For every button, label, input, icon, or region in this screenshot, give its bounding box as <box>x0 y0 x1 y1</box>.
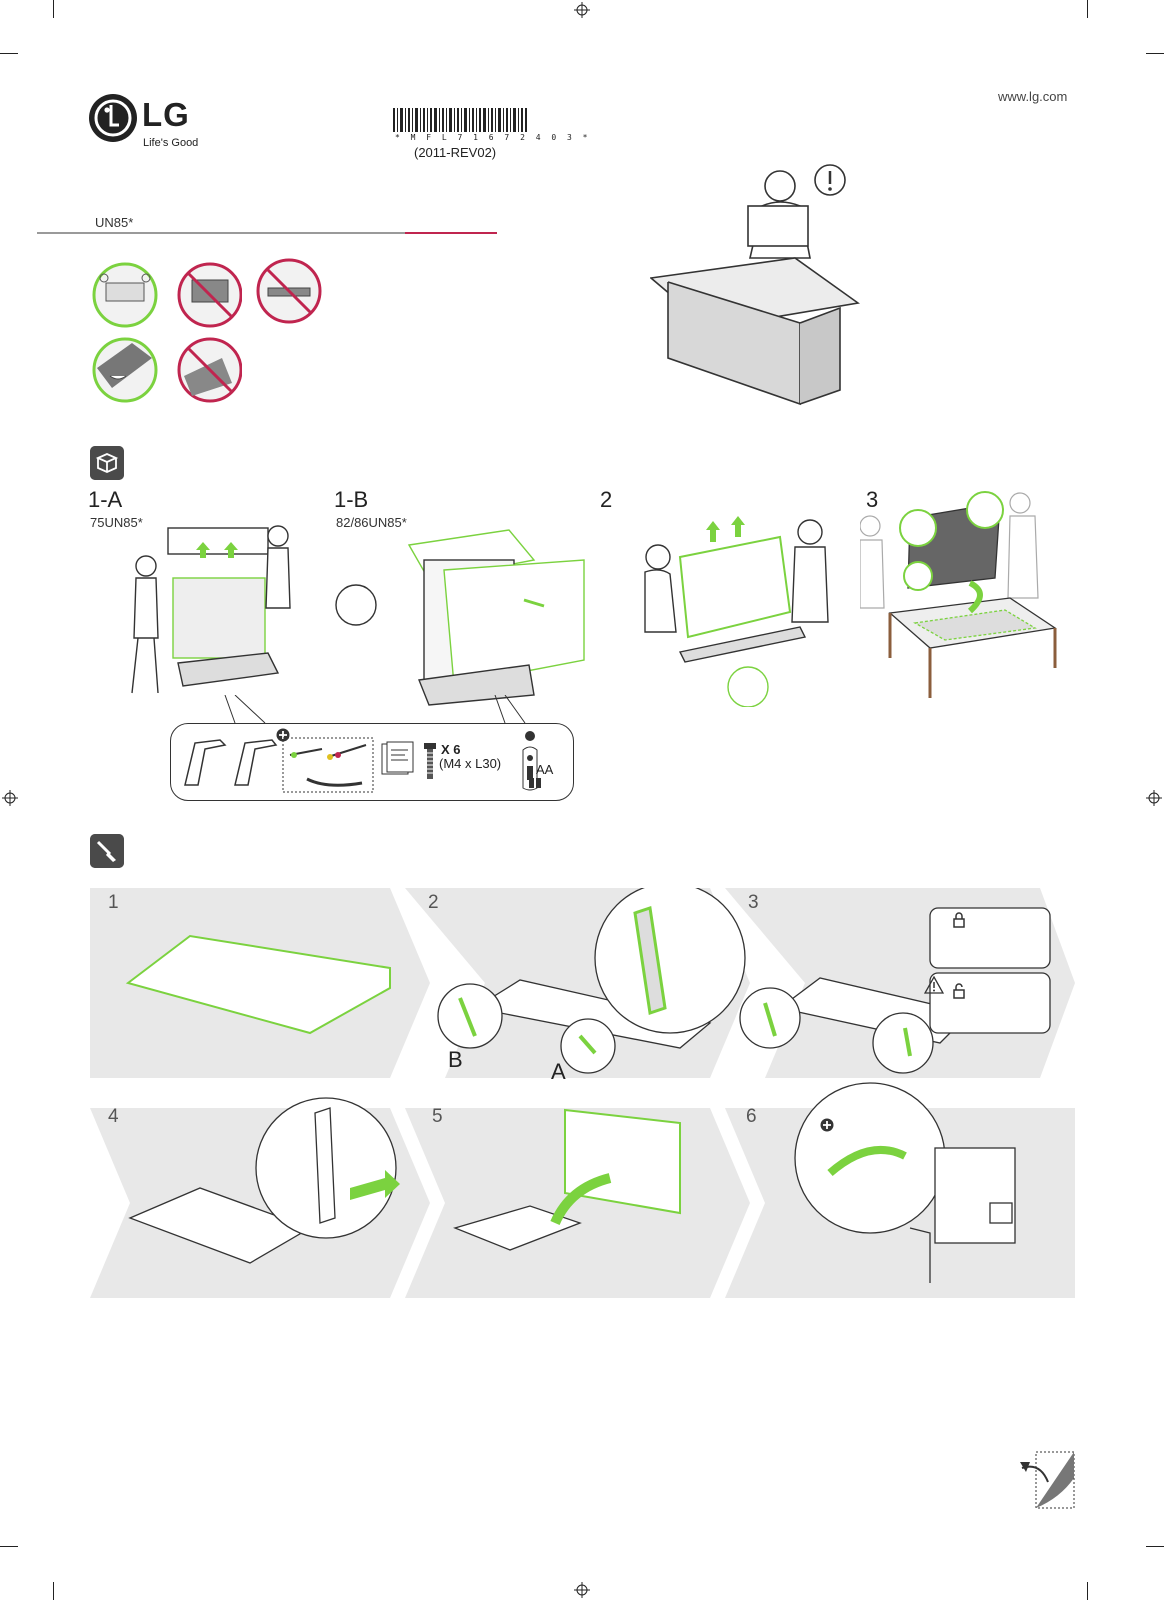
registration-mark-icon <box>1146 790 1162 806</box>
page-turn-icon <box>1020 1451 1075 1509</box>
unboxing-warning-illustration <box>650 164 860 406</box>
screw-quantity: X 6 <box>441 742 461 757</box>
unpack-step-1b-models: 82/86UN85* <box>336 515 407 530</box>
unpack-step-3: 3 <box>866 487 879 512</box>
assembly-step-4-number: 4 <box>108 1106 119 1127</box>
model-number: UN85* <box>95 215 134 230</box>
assembly-panels <box>90 888 1075 1298</box>
website-url: www.lg.com <box>998 89 1068 104</box>
crop-mark <box>1146 53 1164 54</box>
doc-code: * M F L 7 1 6 7 2 4 0 3 * <box>395 133 591 142</box>
handling-guide <box>92 262 242 403</box>
crop-mark <box>0 1546 18 1547</box>
parts-box <box>170 723 574 801</box>
exclamation-icon <box>814 164 846 196</box>
assembly-step-6-number: 6 <box>746 1106 757 1127</box>
dont-press-screen-icon <box>177 337 242 403</box>
assembly-step-2-number: 2 <box>428 892 439 913</box>
parts-callout-lines <box>224 695 526 724</box>
dont-carry-one-person-icon <box>177 262 242 328</box>
registration-mark-icon <box>2 790 18 806</box>
unpack-2-illustration <box>644 516 829 707</box>
lg-logo-icon <box>89 94 137 142</box>
box-open-icon <box>90 446 124 480</box>
revision: (2011-REV02) <box>414 145 497 160</box>
assembly-step-2-illustration <box>437 888 746 1074</box>
assembly-step-5-illustration <box>453 1108 681 1251</box>
assembly-step-3-number: 3 <box>748 892 759 913</box>
divider-accent <box>405 232 497 234</box>
tagline: Life's Good <box>143 137 199 149</box>
cable-kit-icon <box>282 737 374 793</box>
assembly-step-4-illustration <box>128 1097 400 1264</box>
stand-legs-icon <box>184 739 278 786</box>
battery-icon <box>529 778 541 788</box>
manual-icon <box>381 741 414 775</box>
unpack-step-2: 2 <box>600 487 613 512</box>
crop-mark <box>1087 1582 1088 1600</box>
screw-icon <box>424 743 436 779</box>
warning-triangle-icon <box>924 976 944 994</box>
divider <box>37 232 497 234</box>
unpack-3-illustration <box>860 491 1057 698</box>
screwdriver-icon <box>90 834 124 868</box>
battery-type: AA <box>536 762 554 777</box>
barcode-icon <box>393 108 527 132</box>
crop-mark <box>0 53 18 54</box>
unpack-1b-illustration <box>335 529 585 706</box>
brand-name: LG <box>142 96 190 133</box>
crop-mark <box>1146 1546 1164 1547</box>
assembly-step-1-illustration <box>125 934 391 1035</box>
crop-mark <box>53 1582 54 1600</box>
assembly-step-3-illustration <box>739 907 1051 1074</box>
assembly-step-1-number: 1 <box>108 892 119 913</box>
dont-lay-flat-icon <box>256 258 322 324</box>
unlock-icon <box>953 983 965 999</box>
plus-circle-icon <box>820 1118 834 1132</box>
do-carry-two-people-icon <box>92 262 158 328</box>
stand-label-a: A <box>551 1059 566 1084</box>
do-hold-edge-icon <box>92 337 158 403</box>
screw-spec: (M4 x L30) <box>439 756 502 771</box>
crop-mark <box>1087 0 1088 18</box>
crop-mark <box>53 0 54 18</box>
unpack-step-1a-models: 75UN85* <box>90 515 143 530</box>
lock-icon <box>953 912 965 928</box>
plus-circle-icon <box>276 728 290 742</box>
unpack-1a-illustration <box>131 525 291 694</box>
unpack-step-1b: 1-B <box>334 487 369 512</box>
registration-mark-icon <box>574 1582 590 1598</box>
registration-mark-icon <box>574 2 590 18</box>
stand-label-b: B <box>448 1047 463 1072</box>
unpack-step-1a: 1-A <box>88 487 123 512</box>
assembly-step-6-illustration <box>794 1082 1016 1283</box>
assembly-step-5-number: 5 <box>432 1106 443 1127</box>
